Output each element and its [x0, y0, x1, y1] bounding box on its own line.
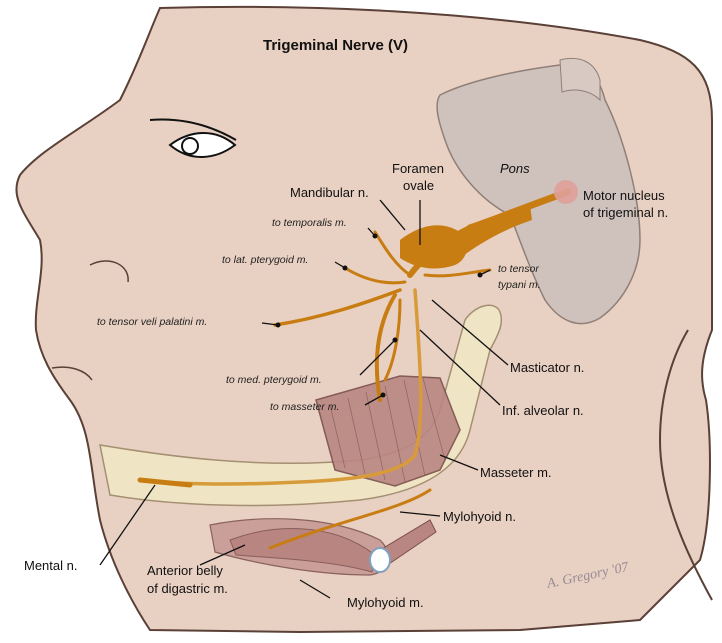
label-mylohyoid-m: Mylohyoid m.: [347, 595, 424, 610]
label-foramen-2: ovale: [403, 178, 434, 193]
label-to-med-pterygoid: to med. pterygoid m.: [226, 374, 322, 386]
label-motor-nucleus-2: of trigeminal n.: [583, 205, 668, 220]
diagram-title: Trigeminal Nerve (V): [263, 37, 408, 54]
label-to-tensor-veli: to tensor veli palatini m.: [97, 316, 207, 328]
label-mental: Mental n.: [24, 558, 77, 573]
label-pons: Pons: [500, 161, 530, 176]
label-foramen-1: Foramen: [392, 161, 444, 176]
label-motor-nucleus-1: Motor nucleus: [583, 188, 665, 203]
label-to-tensor-tympani-2: typani m.: [498, 279, 541, 291]
label-mandibular: Mandibular n.: [290, 185, 369, 200]
label-masticator: Masticator n.: [510, 360, 584, 375]
label-mylohyoid-n: Mylohyoid n.: [443, 509, 516, 524]
label-inf-alveolar: Inf. alveolar n.: [502, 403, 584, 418]
label-ant-belly-2: of digastric m.: [147, 581, 228, 596]
hyoid-bone: [370, 548, 390, 572]
label-to-masseter: to masseter m.: [270, 401, 339, 413]
motor-nucleus: [554, 180, 578, 204]
label-to-lat-pterygoid: to lat. pterygoid m.: [222, 254, 308, 266]
label-masseter: Masseter m.: [480, 465, 552, 480]
label-ant-belly-1: Anterior belly: [147, 563, 223, 578]
label-to-tensor-tympani-1: to tensor: [498, 263, 539, 275]
label-to-temporalis: to temporalis m.: [272, 217, 347, 229]
